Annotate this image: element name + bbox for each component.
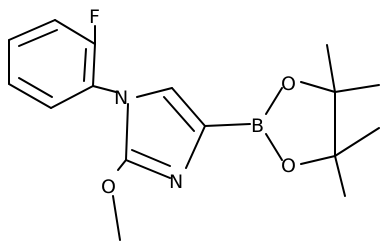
imidazole-ring bbox=[125, 87, 206, 179]
c-b-bond bbox=[204, 123, 251, 127]
atom-oxygen-methoxy: O bbox=[101, 176, 116, 198]
atom-oxygen-top: O bbox=[281, 73, 296, 95]
c-o-methoxy-bond bbox=[117, 159, 127, 171]
o-methyl-bond bbox=[112, 195, 121, 241]
dioxaborolane-ring bbox=[265, 81, 336, 165]
atom-boron: B bbox=[251, 115, 264, 137]
atom-oxygen-bottom: O bbox=[281, 155, 296, 177]
phenyl-ring bbox=[8, 19, 96, 109]
atom-fluorine: F bbox=[89, 6, 100, 28]
atom-nitrogen-1: N bbox=[114, 87, 128, 109]
aryl-n-bond bbox=[92, 85, 117, 93]
methyl-groups bbox=[326, 44, 380, 197]
atom-nitrogen-3: N bbox=[169, 171, 183, 193]
